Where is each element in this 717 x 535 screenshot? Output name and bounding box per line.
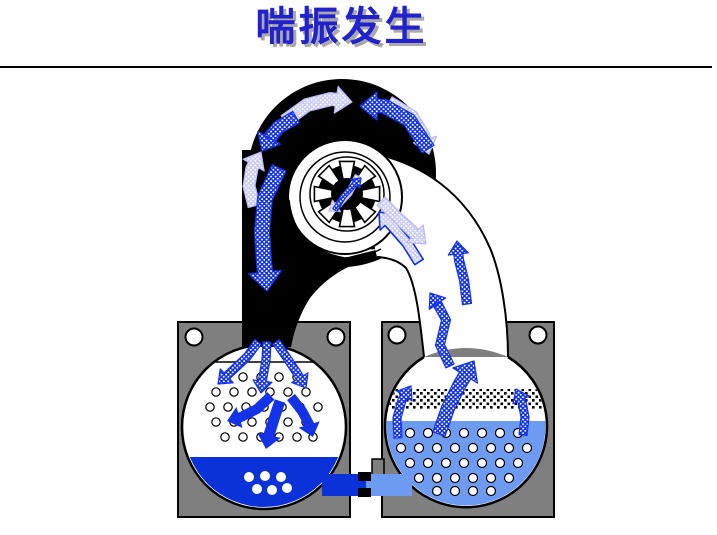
left-tank-inflow [217,339,262,385]
orifice-plate [358,472,371,481]
casing-flow-forward [242,151,265,209]
bolt-hole [387,325,407,345]
foam-layer [386,389,546,409]
suction-pipe-downflow [248,164,287,292]
left-tank-downflow [227,392,275,428]
flow-reversal-arrows [217,85,530,449]
volute-scroll [291,243,378,347]
bolt-hole [528,325,548,345]
casing-flow-forward [280,85,353,127]
right-tank-upflow [432,360,479,437]
connecting-pipe [322,472,412,497]
bolt-hole [184,327,204,347]
slide-title: 喘振发生 [255,3,428,50]
right-tank-upflow [512,388,530,436]
supply-tank [180,343,348,511]
bolt-hole [326,327,346,347]
left-tank-downflow [257,399,286,449]
right-tank-upflow [392,385,413,439]
discharge-backflow [447,240,473,306]
casing-flow-reverse [359,91,435,154]
left-tank-downflow [287,393,320,437]
orifice-plate [358,488,371,497]
casing-flow-reverse [257,110,300,152]
impeller-eye-flow [332,177,362,212]
title-divider [0,66,712,68]
left-tank-inflow [252,341,273,394]
discharge-forward [376,196,427,245]
left-tank-inflow [272,339,309,389]
discharge-backflow [428,292,455,369]
